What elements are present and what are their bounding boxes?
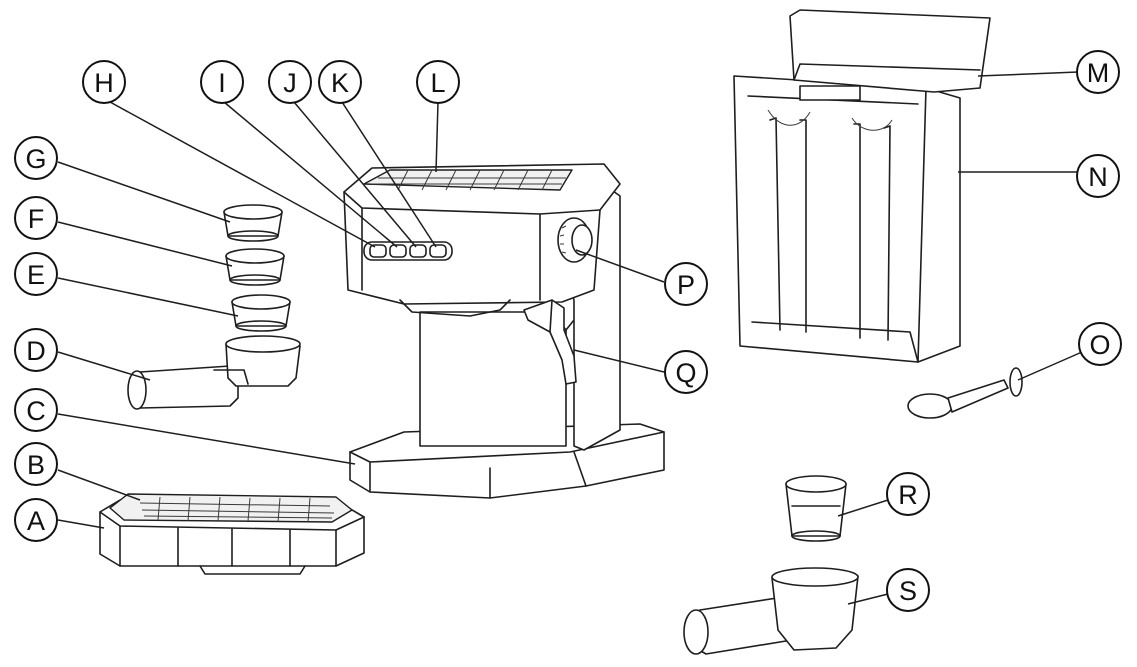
callout-c: C <box>14 388 58 432</box>
leader-c <box>57 413 356 465</box>
callout-p-label: P <box>677 270 695 300</box>
callout-j-label: J <box>283 68 297 98</box>
callout-f-label: F <box>28 204 45 234</box>
leader-lines <box>57 71 1083 605</box>
callout-h: H <box>82 60 126 104</box>
control-panel <box>363 241 453 261</box>
callout-s: S <box>886 568 930 612</box>
callout-o-label: O <box>1089 330 1110 360</box>
leader-d <box>57 351 151 381</box>
espresso-machine-body <box>343 163 665 499</box>
portafilter-s <box>683 567 859 655</box>
callout-k-label: K <box>331 68 349 98</box>
leader-g <box>57 161 231 223</box>
leader-b <box>57 469 141 501</box>
callout-r: R <box>886 472 930 516</box>
callout-g: G <box>14 136 58 180</box>
callout-g-label: G <box>25 144 46 174</box>
callout-e: E <box>14 252 58 296</box>
callout-b: B <box>14 442 58 486</box>
leader-l <box>435 101 439 173</box>
callout-d-label: D <box>26 336 46 366</box>
double-wall-filter <box>785 475 847 542</box>
callout-s-label: S <box>899 576 917 606</box>
drip-tray-grille <box>109 493 353 523</box>
water-tank-lid <box>789 9 991 101</box>
steam-wand <box>523 299 577 385</box>
leader-k <box>341 101 437 248</box>
leader-p <box>575 249 665 283</box>
leader-a <box>57 519 105 529</box>
measuring-spoon-tamper <box>907 367 1023 419</box>
callout-j: J <box>268 60 312 104</box>
leader-m <box>977 71 1079 77</box>
steam-knob <box>557 217 593 263</box>
callout-i: I <box>200 60 244 104</box>
leader-h <box>109 101 376 248</box>
callout-k: K <box>318 60 362 104</box>
leader-i <box>223 101 398 248</box>
water-tank <box>733 75 961 363</box>
callout-h-label: H <box>94 68 114 98</box>
callout-r-label: R <box>898 480 918 510</box>
callout-a: A <box>14 498 58 542</box>
filter-basket-f <box>225 248 285 286</box>
leader-f <box>57 221 233 267</box>
leader-r <box>837 499 889 517</box>
callout-q-label: Q <box>675 358 696 388</box>
callout-m: M <box>1076 50 1120 94</box>
filter-basket-g <box>223 204 283 242</box>
leader-e <box>57 277 239 317</box>
callout-o: O <box>1078 322 1122 366</box>
button-k <box>429 244 447 258</box>
callout-l-label: L <box>430 68 445 98</box>
callout-d: D <box>14 328 58 372</box>
leader-j <box>293 101 417 248</box>
callout-c-label: C <box>26 396 46 426</box>
callout-e-label: E <box>27 260 45 290</box>
callout-b-label: B <box>27 450 45 480</box>
callout-p: P <box>664 262 708 306</box>
callout-n-label: N <box>1088 162 1108 192</box>
portafilter <box>127 335 301 410</box>
callout-l: L <box>416 60 460 104</box>
button-i <box>389 244 407 258</box>
callout-i-label: I <box>218 68 226 98</box>
callout-a-label: A <box>27 506 45 536</box>
filter-basket-e <box>231 294 291 332</box>
leader-s <box>847 593 889 605</box>
button-j <box>409 244 427 258</box>
callout-m-label: M <box>1087 58 1110 88</box>
leader-o <box>1017 351 1083 381</box>
callout-f: F <box>14 196 58 240</box>
leader-q <box>573 349 665 373</box>
callout-q: Q <box>664 350 708 394</box>
button-h <box>369 244 387 258</box>
callout-n: N <box>1076 154 1120 198</box>
